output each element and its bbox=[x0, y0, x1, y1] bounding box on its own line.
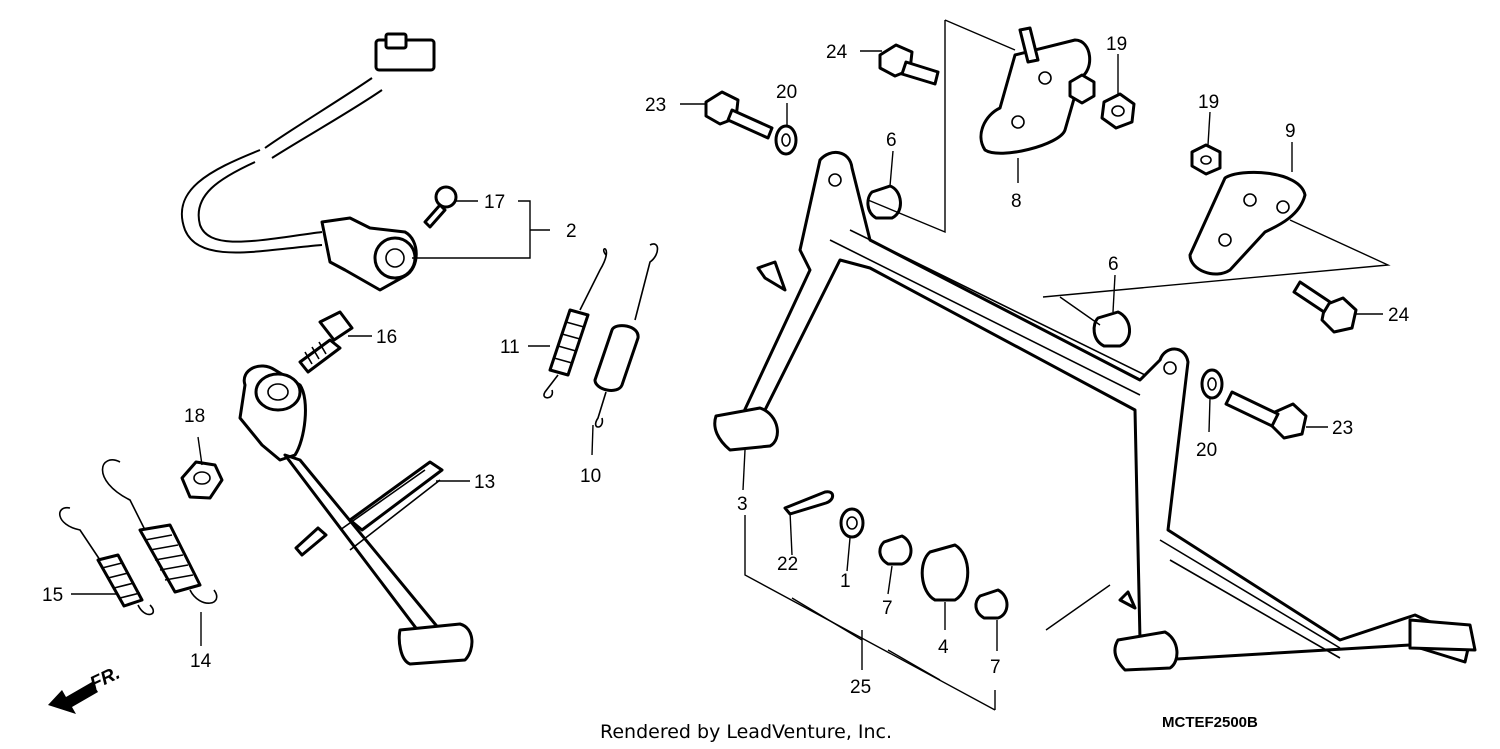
spring-14 bbox=[101, 459, 218, 604]
callout-7-left: 7 bbox=[882, 598, 893, 619]
collar-7-right bbox=[974, 588, 1009, 620]
side-stand-switch bbox=[180, 32, 436, 292]
callout-20-lower: 20 bbox=[1196, 440, 1217, 461]
collar-6-lower bbox=[1092, 310, 1131, 348]
bolt-24-upper bbox=[878, 43, 940, 86]
callout-6-lower: 6 bbox=[1108, 254, 1119, 275]
callout-17: 17 bbox=[484, 192, 505, 213]
main-stand bbox=[713, 151, 1477, 672]
callout-20-upper: 20 bbox=[776, 82, 797, 103]
bolt-16 bbox=[298, 310, 354, 374]
callout-22: 22 bbox=[777, 554, 798, 575]
callout-7-right: 7 bbox=[990, 657, 1001, 678]
nut-19-upper bbox=[1100, 92, 1136, 130]
washer-20-lower bbox=[1200, 368, 1224, 400]
callout-1: 1 bbox=[840, 571, 851, 592]
washer-1 bbox=[839, 507, 865, 539]
callout-15: 15 bbox=[42, 585, 63, 606]
callout-19-lower: 19 bbox=[1198, 92, 1219, 113]
screw-17 bbox=[423, 185, 458, 229]
callout-4: 4 bbox=[938, 637, 949, 658]
callout-18: 18 bbox=[184, 406, 205, 427]
roller-4 bbox=[920, 543, 970, 602]
callout-2: 2 bbox=[566, 221, 577, 242]
leader-lines bbox=[71, 19, 1391, 711]
callout-3: 3 bbox=[737, 494, 748, 515]
callout-16: 16 bbox=[376, 327, 397, 348]
callout-13: 13 bbox=[474, 472, 495, 493]
callout-10: 10 bbox=[580, 466, 601, 487]
callout-24-lower: 24 bbox=[1388, 305, 1410, 326]
callout-23-upper: 23 bbox=[645, 95, 666, 116]
callout-23-lower: 23 bbox=[1332, 418, 1353, 439]
callout-8: 8 bbox=[1011, 191, 1022, 212]
nut-19-lower bbox=[1190, 143, 1222, 176]
bolt-23-lower bbox=[1224, 390, 1308, 440]
callout-labels: 2 17 16 13 18 15 14 11 10 23 20 24 19 6 … bbox=[42, 34, 1410, 698]
bolt-24-lower bbox=[1292, 280, 1358, 334]
callout-14: 14 bbox=[190, 651, 212, 672]
collar-7-left bbox=[878, 534, 913, 566]
plate-9 bbox=[1188, 170, 1307, 276]
spring-15 bbox=[59, 507, 155, 616]
plate-8 bbox=[979, 26, 1096, 155]
diagram-code: MCTEF2500B bbox=[1162, 714, 1258, 731]
callout-9: 9 bbox=[1285, 121, 1296, 142]
cotter-pin-22 bbox=[783, 490, 835, 516]
callout-11: 11 bbox=[500, 337, 520, 358]
credit-text: Rendered by LeadVenture, Inc. bbox=[600, 721, 892, 743]
callout-19-upper: 19 bbox=[1106, 34, 1127, 55]
nut-18 bbox=[180, 460, 224, 500]
washer-20-upper bbox=[774, 124, 798, 156]
side-stand bbox=[238, 364, 474, 666]
spring-10 bbox=[593, 243, 659, 428]
spring-11 bbox=[543, 247, 608, 399]
callout-24-upper: 24 bbox=[826, 42, 848, 63]
bolt-23-upper bbox=[704, 90, 774, 140]
callout-25: 25 bbox=[850, 677, 871, 698]
front-arrow-icon: FR. bbox=[48, 663, 123, 714]
callout-6-upper: 6 bbox=[886, 130, 897, 151]
